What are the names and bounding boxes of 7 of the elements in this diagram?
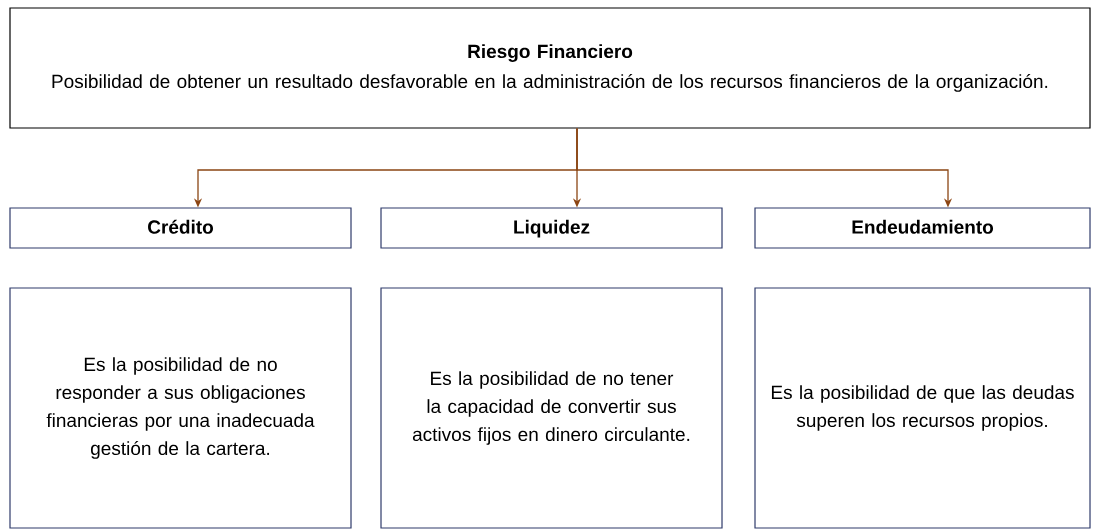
- category-box: Liquidez: [380, 207, 723, 249]
- description-box: Es la posibilidad de no tener la capacidad de convertir sus activos fijos en dinero circulante.: [380, 287, 723, 529]
- title-box: Riesgo Financiero Posibilidad de obtener un resultado desfavorable en la administración de los recursos financieros de la organización.: [9, 7, 1091, 129]
- description-box: Es la posibilidad de que las deudas superen los recursos propios.: [754, 287, 1091, 529]
- category-box: Endeudamiento: [754, 207, 1091, 249]
- description-box: Es la posibilidad de no responder a sus obligaciones financieras por una inadecuada gestión de la cartera.: [9, 287, 352, 529]
- category-box: Crédito: [9, 207, 352, 249]
